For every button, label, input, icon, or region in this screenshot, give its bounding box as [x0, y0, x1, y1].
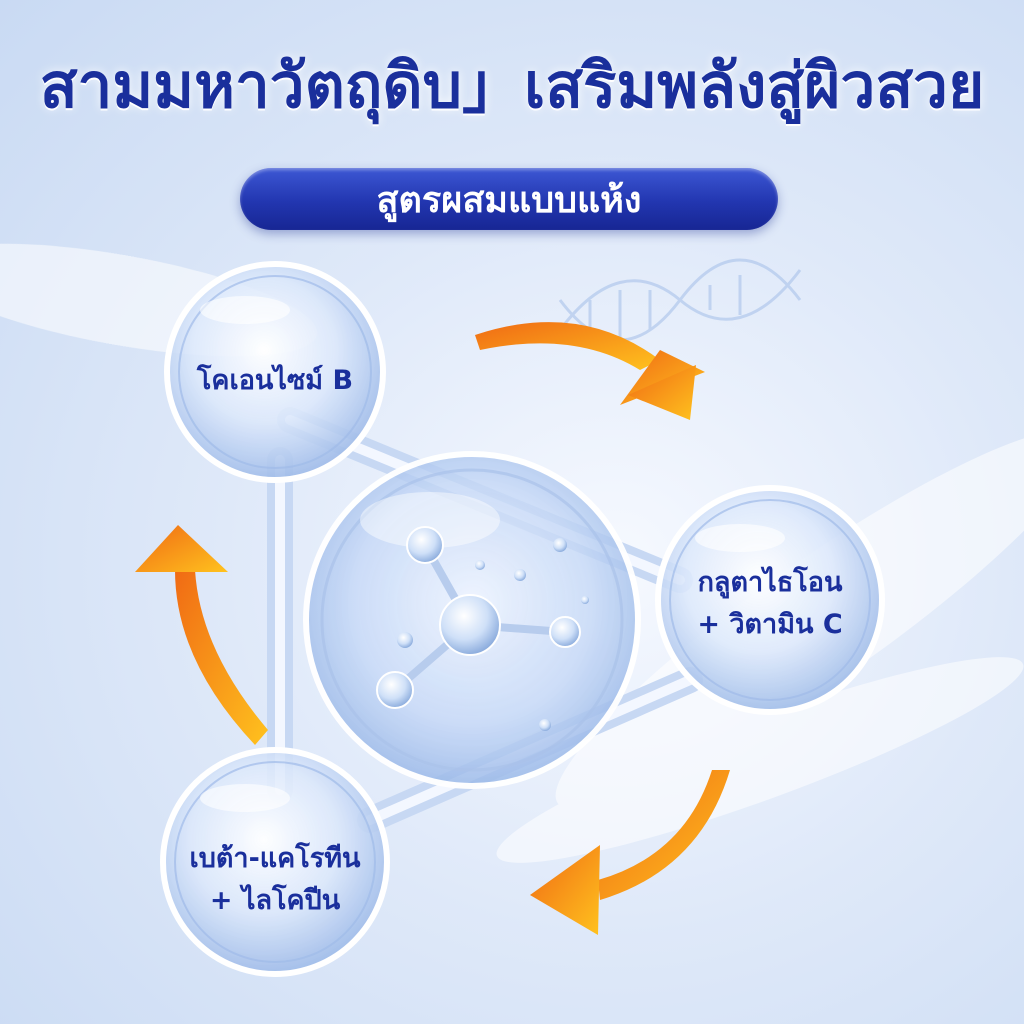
formula-badge-label: สูตรผสมแบบแห้ง: [376, 179, 642, 221]
ingredient-label-line: + ไลโคปีน: [209, 884, 341, 916]
ingredient-bubble-3: [160, 747, 390, 977]
molecule-bubble: [303, 451, 641, 789]
ingredient-label-glutathione: กลูตาไธโอน + วิตามิน C: [650, 562, 890, 646]
cycle-arrows: [135, 322, 730, 935]
headline: สามมหาวัตถุดิบ」เสริมพลังสู่ผิวสวย: [39, 49, 985, 122]
arrow-left-icon: [135, 525, 268, 745]
ingredient-label-line: กลูตาไธโอน: [697, 567, 843, 598]
ingredient-label-line: เบต้า-แคโรทีน: [189, 843, 361, 874]
arrow-bottom-right-icon: [530, 770, 730, 935]
ingredient-bubble-1: [164, 261, 386, 483]
ingredient-label-line: โคเอนไซม์ B: [196, 365, 354, 396]
ingredient-label-betacarotene: เบต้า-แคโรทีน + ไลโคปีน: [150, 838, 400, 922]
ingredient-bubble-2: [655, 485, 885, 715]
ingredient-label-line: + วิตามิน C: [697, 608, 843, 640]
formula-badge: สูตรผสมแบบแห้ง: [240, 168, 778, 230]
arrow-top-right-icon: [475, 322, 705, 420]
ingredient-label-coenzyme: โคเอนไซม์ B: [170, 360, 380, 402]
